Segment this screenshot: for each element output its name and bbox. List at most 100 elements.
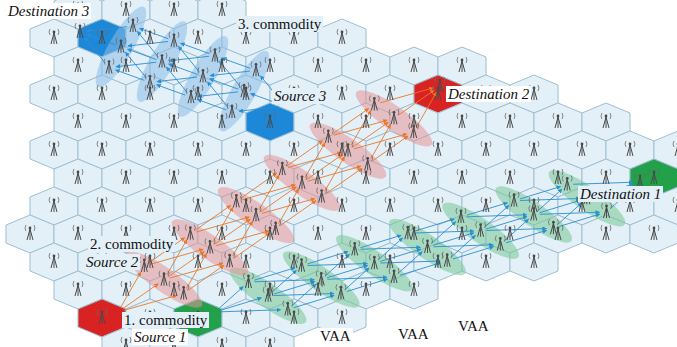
text-label: 3. commodity xyxy=(236,16,323,32)
antenna-tip xyxy=(293,199,296,202)
antenna-wave xyxy=(433,253,443,259)
antenna-icon xyxy=(243,201,249,212)
antenna-icon xyxy=(212,51,218,62)
antenna-icon xyxy=(483,257,489,268)
antenna-icon xyxy=(123,117,129,128)
antenna-tip xyxy=(255,63,258,66)
antenna-tip xyxy=(269,227,272,230)
antenna-icon xyxy=(279,164,285,175)
antenna-tip xyxy=(125,59,128,62)
antenna-wave xyxy=(169,169,179,175)
antenna-wave xyxy=(385,141,395,147)
antenna-wave xyxy=(265,113,275,119)
antenna-icon xyxy=(411,173,417,184)
antenna-wave xyxy=(121,169,131,175)
antenna-wave xyxy=(121,57,131,63)
antenna-icon xyxy=(507,117,513,128)
antenna-icon xyxy=(159,57,165,68)
antenna-tip xyxy=(373,256,376,259)
antenna-wave xyxy=(241,197,251,203)
antenna-icon xyxy=(171,285,177,296)
text-label: 2. commodity xyxy=(88,236,175,252)
antenna-icon xyxy=(391,113,397,124)
antenna-tip xyxy=(605,205,608,208)
antenna-icon xyxy=(675,201,677,212)
antenna-icon xyxy=(564,179,570,190)
antenna-tip xyxy=(347,143,350,146)
antenna-wave xyxy=(241,309,251,315)
antenna-tip xyxy=(293,255,296,258)
antenna-icon xyxy=(219,341,225,347)
antenna-icon xyxy=(267,229,273,240)
antenna-icon xyxy=(363,285,369,296)
antenna-icon xyxy=(315,285,321,296)
flow-arrow xyxy=(213,207,233,242)
antenna-tip xyxy=(143,259,146,262)
antenna-icon xyxy=(675,145,677,156)
antenna-tip xyxy=(173,227,176,230)
antenna-tip xyxy=(499,237,502,240)
antenna-tip xyxy=(509,115,512,118)
antenna-tip xyxy=(639,175,642,178)
antenna-wave xyxy=(505,113,515,119)
antenna-tip xyxy=(317,171,320,174)
antenna-wave xyxy=(179,284,189,290)
antenna-icon xyxy=(219,61,225,72)
antenna-tip xyxy=(341,87,344,90)
text-label: Destination 2 xyxy=(446,86,531,102)
antenna-tip xyxy=(267,288,270,291)
flow-arrow xyxy=(261,187,296,212)
antenna-tip xyxy=(77,171,80,174)
antenna-icon xyxy=(411,127,417,138)
antenna-icon xyxy=(627,201,633,212)
antenna-wave xyxy=(456,208,466,214)
antenna-icon xyxy=(458,212,464,223)
flow-arrow xyxy=(215,219,250,244)
antenna-wave xyxy=(385,197,395,203)
antenna-wave xyxy=(409,113,419,119)
flow-arrow xyxy=(221,298,262,310)
antenna-wave xyxy=(457,225,467,231)
antenna-wave xyxy=(313,225,323,231)
antenna-tip xyxy=(446,253,449,256)
flow-arrow xyxy=(279,189,299,224)
antenna-tip xyxy=(293,311,296,314)
antenna-icon xyxy=(147,77,153,88)
antenna-wave xyxy=(121,1,131,7)
text-label: Destination 1 xyxy=(578,186,663,202)
flow-arrow xyxy=(259,175,279,210)
antenna-icon xyxy=(405,228,411,239)
antenna-wave xyxy=(49,85,59,91)
flow-arrow xyxy=(169,251,204,276)
antenna-tip xyxy=(274,222,277,225)
antenna-wave xyxy=(553,169,563,175)
antenna-tip xyxy=(221,171,224,174)
antenna-wave xyxy=(385,85,395,91)
antenna-tip xyxy=(317,59,320,62)
antenna-wave xyxy=(297,257,307,263)
antenna-tip xyxy=(389,87,392,90)
antenna-wave xyxy=(121,281,131,287)
antenna-tip xyxy=(228,254,231,257)
antenna-tip xyxy=(221,3,224,6)
antenna-icon xyxy=(219,229,225,240)
antenna-tip xyxy=(255,208,258,211)
antenna-tip xyxy=(221,59,224,62)
flow-arrow xyxy=(539,200,580,212)
antenna-tip xyxy=(53,255,56,258)
flow-arrow xyxy=(486,217,527,229)
antenna-icon xyxy=(75,173,81,184)
antenna-wave xyxy=(193,85,203,91)
antenna-icon xyxy=(411,229,417,240)
antenna-tip xyxy=(413,171,416,174)
vaa-ellipse xyxy=(257,147,346,219)
antenna-icon xyxy=(603,229,609,240)
antenna-tip xyxy=(101,143,104,146)
antenna-icon xyxy=(550,223,556,234)
antenna-wave xyxy=(409,225,419,231)
antenna-icon xyxy=(253,210,259,221)
antenna-tip xyxy=(513,193,516,196)
antenna-tip xyxy=(53,31,56,34)
antenna-tip xyxy=(485,199,488,202)
